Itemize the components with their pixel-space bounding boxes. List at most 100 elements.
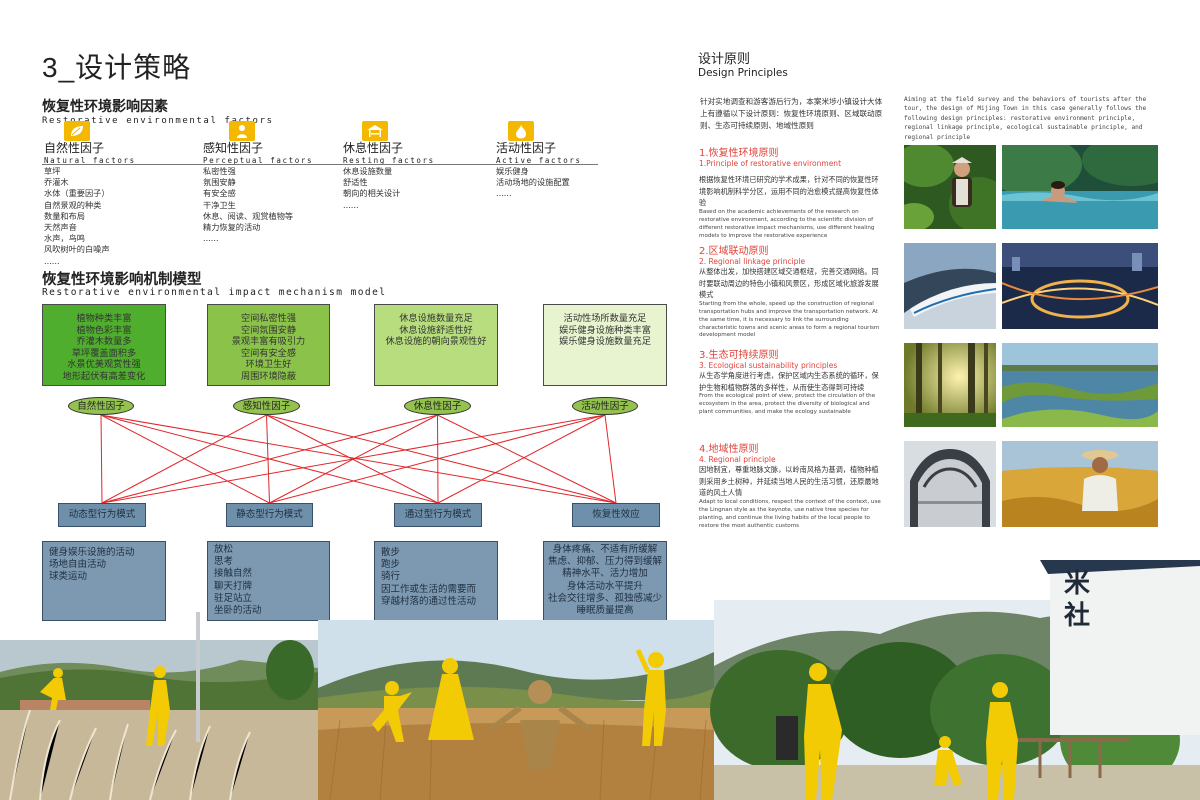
photo-city-interchange bbox=[1002, 243, 1158, 329]
natural-detail-box: 植物种类丰富 植物色彩丰富 乔灌木数量多 草坪覆盖面积多 水景优美观赏性强 地形… bbox=[42, 304, 166, 386]
resting-detail-box: 休息设施数量充足 休息设施舒适性好 休息设施的朝向景观性好 bbox=[374, 304, 498, 386]
principle-restorative: 1.恢复性环境原则 1.Principle of restorative env… bbox=[699, 144, 885, 240]
principle-number: 3.生态可持续原则 bbox=[699, 350, 779, 361]
restorative-effect-node: 恢复性效应 bbox=[572, 503, 660, 527]
list-item: 娱乐健身 bbox=[496, 166, 529, 176]
connector-line bbox=[101, 414, 606, 504]
principle-ecological: 3.生态可持续原则 3. Ecological sustainability p… bbox=[699, 346, 885, 417]
factors-subtitle: Restorative environmental factors bbox=[42, 116, 274, 126]
principle-cn: 从生态学角度进行考虑，保护区域内生态系统的循环，保护生物和植物群落的多样性，从而… bbox=[699, 371, 879, 392]
list-item: 精力恢复的活动 bbox=[203, 222, 261, 233]
resting-factor-icon-box bbox=[362, 121, 388, 141]
natural-factor-list: 草坪 乔灌木 水体（重要因子） 自然景观的种类 数量和布局 天然声音 水声，鸟鸣… bbox=[44, 166, 110, 267]
list-item: 干净卫生 bbox=[203, 199, 236, 210]
box-line: 焦虑、抑郁、压力得到缓解 bbox=[547, 556, 662, 568]
list-item: ...... bbox=[44, 255, 60, 266]
principle-regional-linkage: 2.区域联动原则 2. Regional linkage principle 从… bbox=[699, 242, 885, 340]
wall-sign-char: 米 bbox=[1064, 569, 1091, 599]
list-item: 私密性强 bbox=[203, 166, 236, 176]
box-line: 活动性场所数量充足 bbox=[563, 313, 647, 324]
perceptual-factor-list: 私密性强 氛围安静 有安全感 干净卫生 休息、阅读、观赏植物等 精力恢复的活动 … bbox=[203, 166, 293, 244]
model-title: 恢复性环境影响机制模型 bbox=[42, 272, 202, 288]
box-line: 睡眠质量提高 bbox=[576, 605, 634, 617]
list-item: ...... bbox=[343, 199, 359, 210]
box-line: 地形起伏有高差变化 bbox=[62, 370, 146, 382]
connector-line bbox=[101, 414, 438, 504]
box-line: 思考 bbox=[214, 556, 234, 568]
mechanism-connector-lines bbox=[100, 414, 617, 504]
box-line: 因工作或生活的需要而 bbox=[381, 583, 477, 595]
static-behavior-box: 放松 思考 接触自然 聊天打牌 驻足站立 坐卧的活动 bbox=[207, 541, 330, 621]
natural-factor-icon-box bbox=[64, 121, 90, 141]
principle-cn: 根据恢复性环境已研究的学术成果，针对不同的恢复性环境影响机制科学分区，运用不同的… bbox=[699, 175, 879, 208]
list-item: 自然景观的种类 bbox=[44, 199, 102, 210]
box-line: 娱乐健身设施数量充足 bbox=[559, 336, 651, 348]
model-subtitle: Restorative environmental impact mechani… bbox=[42, 287, 387, 298]
box-line: 散步 bbox=[381, 547, 401, 558]
principle-en-title: 2. Regional linkage principle bbox=[699, 257, 806, 266]
principle-cn: 因地制宜，尊重地脉文脉，以岭南风格为基调，植物种植则采用乡土树种，并延续当地人民… bbox=[699, 465, 879, 498]
natural-factor-node: 自然性因子 bbox=[68, 397, 134, 415]
list-item: 休息设施数量 bbox=[343, 166, 393, 176]
photo-lingnan-gable bbox=[904, 441, 996, 527]
box-line: 空间有安全感 bbox=[240, 347, 297, 359]
resting-factor-list: 休息设施数量 舒适性 朝向的相关设计 ...... bbox=[343, 166, 400, 211]
principle-en: From the ecological point of view, prote… bbox=[699, 393, 876, 415]
natural-factor-title: 自然性因子 bbox=[44, 141, 105, 155]
resting-factor-node: 休息性因子 bbox=[404, 397, 471, 415]
photo-forest bbox=[904, 343, 996, 427]
principle-regional: 4.地域性原则 4. Regional principle 因地制宜，尊重地脉文… bbox=[699, 440, 885, 530]
connector-line bbox=[100, 414, 617, 504]
box-line: 聊天打牌 bbox=[214, 580, 253, 592]
list-item: 水声，鸟鸣 bbox=[44, 233, 85, 244]
box-line: 接触自然 bbox=[214, 568, 253, 580]
passing-behavior-node: 通过型行为模式 bbox=[394, 503, 482, 527]
box-line: 休息设施舒适性好 bbox=[399, 324, 473, 336]
natural-factor-column: 自然性因子 Natural factors bbox=[44, 139, 204, 165]
box-line: 草坪覆盖面积多 bbox=[71, 347, 137, 359]
perceptual-factor-title: 感知性因子 bbox=[203, 141, 264, 155]
principle-number: 4.地域性原则 bbox=[699, 444, 759, 455]
principles-header: 设计原则 Design Principles bbox=[698, 48, 788, 79]
box-line: 健身娱乐设施的活动 bbox=[49, 547, 135, 558]
perceptual-factor-column: 感知性因子 Perceptual factors bbox=[203, 139, 343, 165]
box-line: 乔灌木数量多 bbox=[76, 336, 132, 348]
passing-behavior-box: 散步 跑步 骑行 因工作或生活的需要而 穿越村落的通过性活动 bbox=[374, 541, 498, 621]
principle-en-title: 3. Ecological sustainability principles bbox=[699, 361, 838, 370]
list-item: 乔灌木 bbox=[44, 177, 69, 188]
restorative-effect-box: 身体疼痛、不适有所缓解 焦虑、抑郁、压力得到缓解 精神水平、活力增加 身体活动水… bbox=[543, 541, 667, 621]
box-line: 植物种类丰富 bbox=[76, 313, 132, 324]
model-section-header: 恢复性环境影响机制模型 Restorative environmental im… bbox=[42, 268, 386, 298]
principle-number: 2.区域联动原则 bbox=[699, 246, 769, 257]
active-factor-subtitle: Active factors bbox=[496, 156, 582, 165]
list-item: 舒适性 bbox=[343, 177, 368, 188]
wall-sign-char: 社 bbox=[1064, 601, 1091, 631]
list-item: 天然声音 bbox=[44, 222, 77, 233]
natural-factor-subtitle: Natural factors bbox=[44, 156, 136, 165]
connector-line bbox=[269, 414, 606, 504]
principles-subtitle: Design Principles bbox=[698, 67, 788, 79]
box-line: 骑行 bbox=[381, 571, 401, 583]
photo-farmer-harvest bbox=[1002, 441, 1158, 527]
active-factor-title: 活动性因子 bbox=[496, 141, 557, 155]
photo-gardener bbox=[904, 145, 996, 229]
connector-line bbox=[437, 414, 617, 504]
active-factor-node: 活动性因子 bbox=[572, 397, 638, 415]
active-factor-column: 活动性因子 Active factors bbox=[496, 139, 606, 165]
box-line: 身体活动水平提升 bbox=[566, 580, 643, 592]
panorama-landscape bbox=[0, 560, 1200, 800]
photo-hot-spring bbox=[1002, 145, 1158, 229]
box-line: 休息设施的朝向景观性好 bbox=[385, 336, 487, 348]
box-line: 环境卫生好 bbox=[245, 359, 292, 371]
principles-intro-en: Aiming at the field survey and the behav… bbox=[904, 96, 1147, 141]
photo-high-speed-train bbox=[904, 243, 996, 329]
connector-line bbox=[101, 414, 267, 504]
page-title: 3_设计策略 bbox=[42, 52, 192, 83]
factors-section-header: 恢复性环境影响因素 Restorative environmental fact… bbox=[42, 96, 274, 126]
factors-divider bbox=[42, 164, 598, 165]
dynamic-behavior-box: 健身娱乐设施的活动 场地自由活动 球类运动 bbox=[42, 541, 166, 621]
principle-number: 1.恢复性环境原则 bbox=[699, 148, 779, 159]
list-item: 水体（重要因子） bbox=[44, 188, 110, 199]
box-line: 水景优美观赏性强 bbox=[67, 359, 141, 371]
static-behavior-node: 静态型行为模式 bbox=[226, 503, 313, 527]
